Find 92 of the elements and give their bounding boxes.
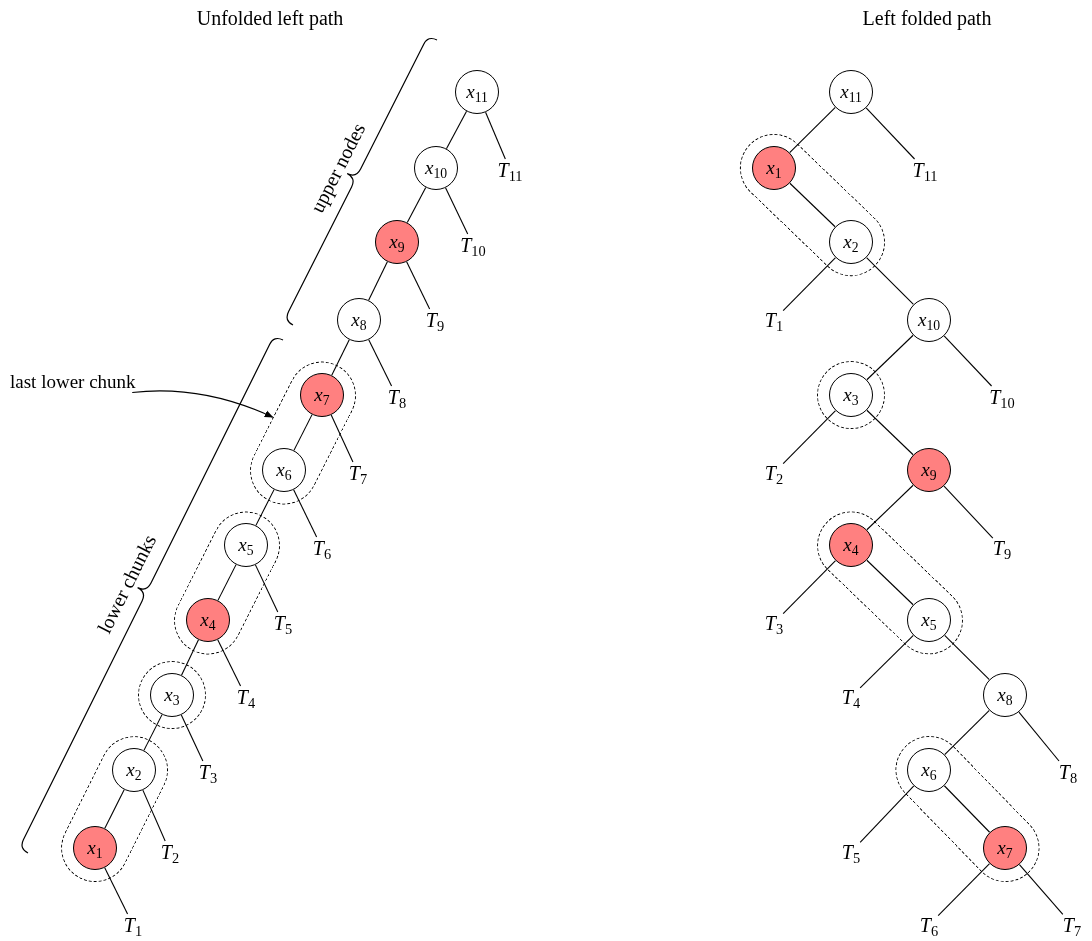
subtree-label: T$_{7}$ <box>1062 914 1082 936</box>
tree-edge <box>331 339 350 376</box>
tree-edge <box>782 257 837 312</box>
tree-edge <box>104 867 129 915</box>
tree-node-circle: x$_{2}$ <box>112 748 156 792</box>
subtree-label: T$_{4}$ <box>841 686 861 708</box>
tree-edge <box>445 110 468 150</box>
subtree-label: T$_{5}$ <box>841 841 861 863</box>
brace-label: lower chunks <box>92 530 162 638</box>
tree-node-circle: x$_{1}$ <box>752 146 796 190</box>
subtree-label: T$_{3}$ <box>764 612 784 634</box>
subtree-label: T$_{10}$ <box>989 386 1015 408</box>
tree-node-circle: x$_{3}$ <box>829 373 873 417</box>
tree-node-circle: x$_{2}$ <box>829 220 873 264</box>
tree-node-circle: x$_{8}$ <box>983 673 1027 717</box>
brace-label: upper nodes <box>305 119 371 217</box>
panel-title: Left folded path <box>862 6 992 30</box>
tree-edge <box>943 335 993 387</box>
tree-edge <box>944 709 990 756</box>
subtree-label: T$_{9}$ <box>992 537 1012 559</box>
tree-edge <box>789 106 836 154</box>
tree-node-circle: x$_{6}$ <box>262 448 306 492</box>
tree-node-circle: x$_{5}$ <box>907 598 951 642</box>
arrow <box>131 390 274 418</box>
tree-node-circle: x$_{8}$ <box>337 298 381 342</box>
subtree-label: T$_{8}$ <box>387 386 407 408</box>
tree-edge <box>368 339 393 387</box>
subtree-label: T$_{4}$ <box>236 686 256 708</box>
subtree-label: T$_{9}$ <box>425 309 445 331</box>
tree-edge <box>866 409 914 456</box>
tree-node-circle: x$_{3}$ <box>150 673 194 717</box>
tree-node-circle: x$_{7}$ <box>300 373 344 417</box>
tree-edge <box>330 414 354 463</box>
tree-edge <box>1018 711 1060 762</box>
tree-edge <box>293 414 313 451</box>
tree-edge <box>937 863 991 917</box>
tree-node-circle: x$_{1}$ <box>73 826 117 870</box>
subtree-label: T$_{5}$ <box>273 612 293 634</box>
subtree-label: T$_{6}$ <box>919 914 939 936</box>
callout-label: last lower chunk <box>10 371 136 393</box>
tree-edge <box>859 785 915 843</box>
tree-node-circle: x$_{4}$ <box>829 523 873 567</box>
tree-edge <box>859 634 914 689</box>
tree-node-circle: x$_{7}$ <box>983 826 1027 870</box>
subtree-label: T$_{11}$ <box>912 159 938 181</box>
tree-edge <box>444 187 469 235</box>
tree-edge <box>180 639 200 676</box>
subtree-label: T$_{2}$ <box>160 841 180 863</box>
tree-edge <box>254 564 279 613</box>
tree-node-circle: x$_{10}$ <box>907 298 951 342</box>
tree-edge <box>368 261 388 301</box>
subtree-label: T$_{6}$ <box>312 537 332 559</box>
tree-edge <box>866 484 914 531</box>
panel-title: Unfolded left path <box>196 6 344 30</box>
tree-edge <box>217 564 237 601</box>
subtree-label: T$_{1}$ <box>123 914 143 936</box>
tree-edge <box>217 639 242 687</box>
tree-edge <box>943 485 994 539</box>
tree-edge <box>180 714 204 762</box>
tree-edge <box>1018 864 1064 915</box>
tree-edge <box>782 560 837 615</box>
tree-edge <box>944 634 990 681</box>
tree-node-circle: x$_{5}$ <box>224 523 268 567</box>
tree-edge <box>866 334 914 381</box>
tree-edge <box>142 789 166 842</box>
tree-edge <box>485 111 506 160</box>
subtree-label: T$_{10}$ <box>460 234 486 256</box>
tree-edge <box>406 261 431 310</box>
tree-node-circle: x$_{9}$ <box>907 448 951 492</box>
tree-node-circle: x$_{11}$ <box>455 70 499 114</box>
subtree-label: T$_{2}$ <box>764 462 784 484</box>
subtree-label: T$_{8}$ <box>1058 761 1078 783</box>
tree-edge <box>143 714 163 751</box>
subtree-label: T$_{11}$ <box>497 159 523 181</box>
tree-node-circle: x$_{11}$ <box>829 70 873 114</box>
tree-edge <box>782 410 837 465</box>
tree-edge <box>104 789 125 829</box>
tree-edge <box>866 257 914 305</box>
subtree-label: T$_{7}$ <box>348 462 368 484</box>
tree-node-circle: x$_{9}$ <box>375 220 419 264</box>
tree-edge <box>293 489 318 538</box>
subtree-label: T$_{1}$ <box>764 309 784 331</box>
tree-edge <box>406 186 427 224</box>
tree-node-circle: x$_{6}$ <box>907 748 951 792</box>
tree-edge <box>865 107 916 160</box>
tree-edge <box>789 182 836 228</box>
subtree-label: T$_{3}$ <box>198 761 218 783</box>
tree-edge <box>943 785 991 833</box>
tree-edge <box>866 559 914 606</box>
tree-node-circle: x$_{4}$ <box>186 598 230 642</box>
tree-node-circle: x$_{10}$ <box>414 146 458 190</box>
tree-edge <box>255 489 275 526</box>
